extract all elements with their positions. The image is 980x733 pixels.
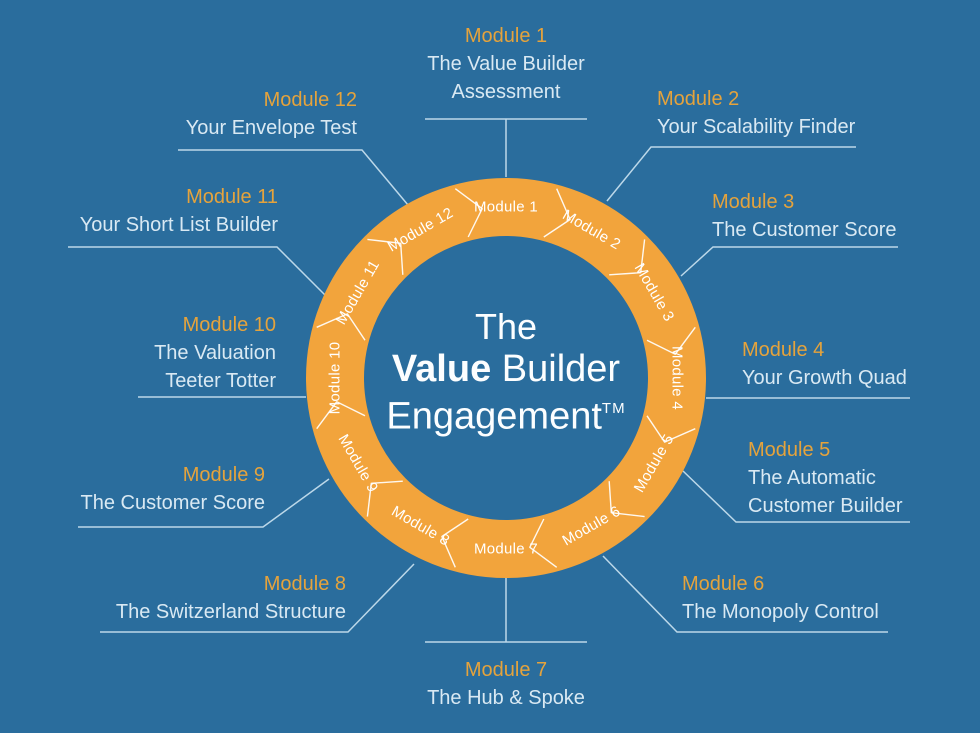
center-title-builder-word: Builder: [501, 348, 621, 390]
center-title-engagement-word: Engagement: [386, 395, 602, 438]
connector-lines: [68, 118, 910, 643]
connector-module-12: [178, 149, 409, 206]
module-10-label: Module 10 The Valuation Teeter Totter: [56, 311, 276, 395]
connector-module-9: [78, 478, 330, 528]
connector-module-8: [100, 563, 415, 633]
ring-divider-8-9: [366, 480, 403, 517]
ring-divider-10-11: [316, 313, 366, 341]
module-3-title: Module 3: [712, 191, 795, 213]
module-10-title: Module 10: [182, 314, 276, 336]
module-3-subtitle: The Customer Score: [712, 219, 897, 241]
module-1-label: Module 1 The Value Builder Assessment: [356, 22, 656, 106]
connector-module-7: [425, 578, 587, 643]
module-6-title: Module 6: [682, 573, 765, 595]
module-12-label: Module 12 Your Envelope Test: [107, 86, 357, 142]
connector-module-2: [606, 146, 856, 202]
connector-module-6: [602, 555, 888, 633]
center-title-line3: EngagementTM: [336, 390, 676, 438]
ring-divider-7-8: [441, 518, 469, 568]
module-4-label: Module 4 Your Growth Quad: [742, 336, 907, 392]
module-6-label: Module 6 The Monopoly Control: [682, 570, 879, 626]
module-ring: [306, 178, 706, 578]
module-5-title: Module 5: [748, 439, 831, 461]
connector-module-11: [68, 246, 326, 296]
module-2-title: Module 2: [657, 88, 740, 110]
trademark-symbol: TM: [601, 400, 626, 417]
module-11-subtitle: Your Short List Builder: [79, 214, 278, 236]
center-title: The Value Builder EngagementTM: [336, 306, 676, 438]
module-5-label: Module 5 The Automatic Customer Builder: [748, 436, 903, 520]
ring-divider-3-4: [646, 326, 696, 355]
ring-divider-9-10: [316, 401, 366, 430]
module-11-title: Module 11: [186, 186, 278, 208]
module-3-label: Module 3 The Customer Score: [712, 188, 897, 244]
center-title-value-word: Value: [391, 348, 492, 390]
module-8-subtitle: The Switzerland Structure: [115, 601, 346, 623]
module-9-subtitle: The Customer Score: [80, 492, 265, 514]
module-9-title: Module 9: [182, 464, 265, 486]
module-1-subtitle2: Assessment: [451, 81, 561, 103]
module-12-subtitle: Your Envelope Test: [185, 117, 357, 139]
module-7-subtitle: The Hub & Spoke: [427, 687, 585, 709]
ring-divider-5-6: [608, 481, 645, 518]
module-1-title: Module 1: [464, 25, 548, 47]
module-5-subtitle2: Customer Builder: [748, 495, 903, 517]
module-10-subtitle2: Teeter Totter: [165, 370, 276, 392]
ring-label-module-1: Module 1: [474, 199, 538, 216]
ring-divider-11-12: [367, 238, 404, 275]
ring-label-module-4: Module 4: [669, 346, 686, 410]
module-1-subtitle: The Value Builder: [427, 53, 585, 75]
connector-module-5: [682, 470, 910, 523]
module-8-label: Module 8 The Switzerland Structure: [58, 570, 346, 626]
connector-module-3: [680, 246, 898, 277]
center-title-line1: The: [474, 306, 538, 347]
module-9-label: Module 9 The Customer Score: [18, 461, 265, 517]
module-4-title: Module 4: [742, 339, 825, 361]
module-11-label: Module 11 Your Short List Builder: [28, 183, 278, 239]
module-2-label: Module 2 Your Scalability Finder: [657, 85, 855, 141]
ring-divider-12-1: [454, 188, 483, 238]
module-2-subtitle: Your Scalability Finder: [657, 116, 856, 138]
ring-segment-dividers: [316, 188, 696, 568]
ring-divider-2-3: [609, 239, 646, 276]
module-4-subtitle: Your Growth Quad: [742, 367, 907, 389]
module-6-subtitle: The Monopoly Control: [682, 601, 879, 623]
module-5-subtitle: The Automatic: [748, 467, 876, 489]
ring-label-module-10: Module 10: [327, 342, 344, 415]
module-7-label: Module 7 The Hub & Spoke: [356, 656, 656, 712]
ring-label-module-7: Module 7: [474, 541, 538, 558]
connector-module-1: [425, 118, 587, 177]
module-10-subtitle: The Valuation: [154, 342, 276, 364]
module-12-title: Module 12: [263, 89, 357, 111]
module-8-title: Module 8: [263, 573, 346, 595]
center-title-line2: Value Builder: [336, 348, 676, 390]
ring-divider-1-2: [543, 188, 571, 238]
ring-divider-6-7: [529, 518, 558, 568]
ring-divider-4-5: [646, 415, 696, 443]
module-7-title: Module 7: [464, 659, 548, 681]
